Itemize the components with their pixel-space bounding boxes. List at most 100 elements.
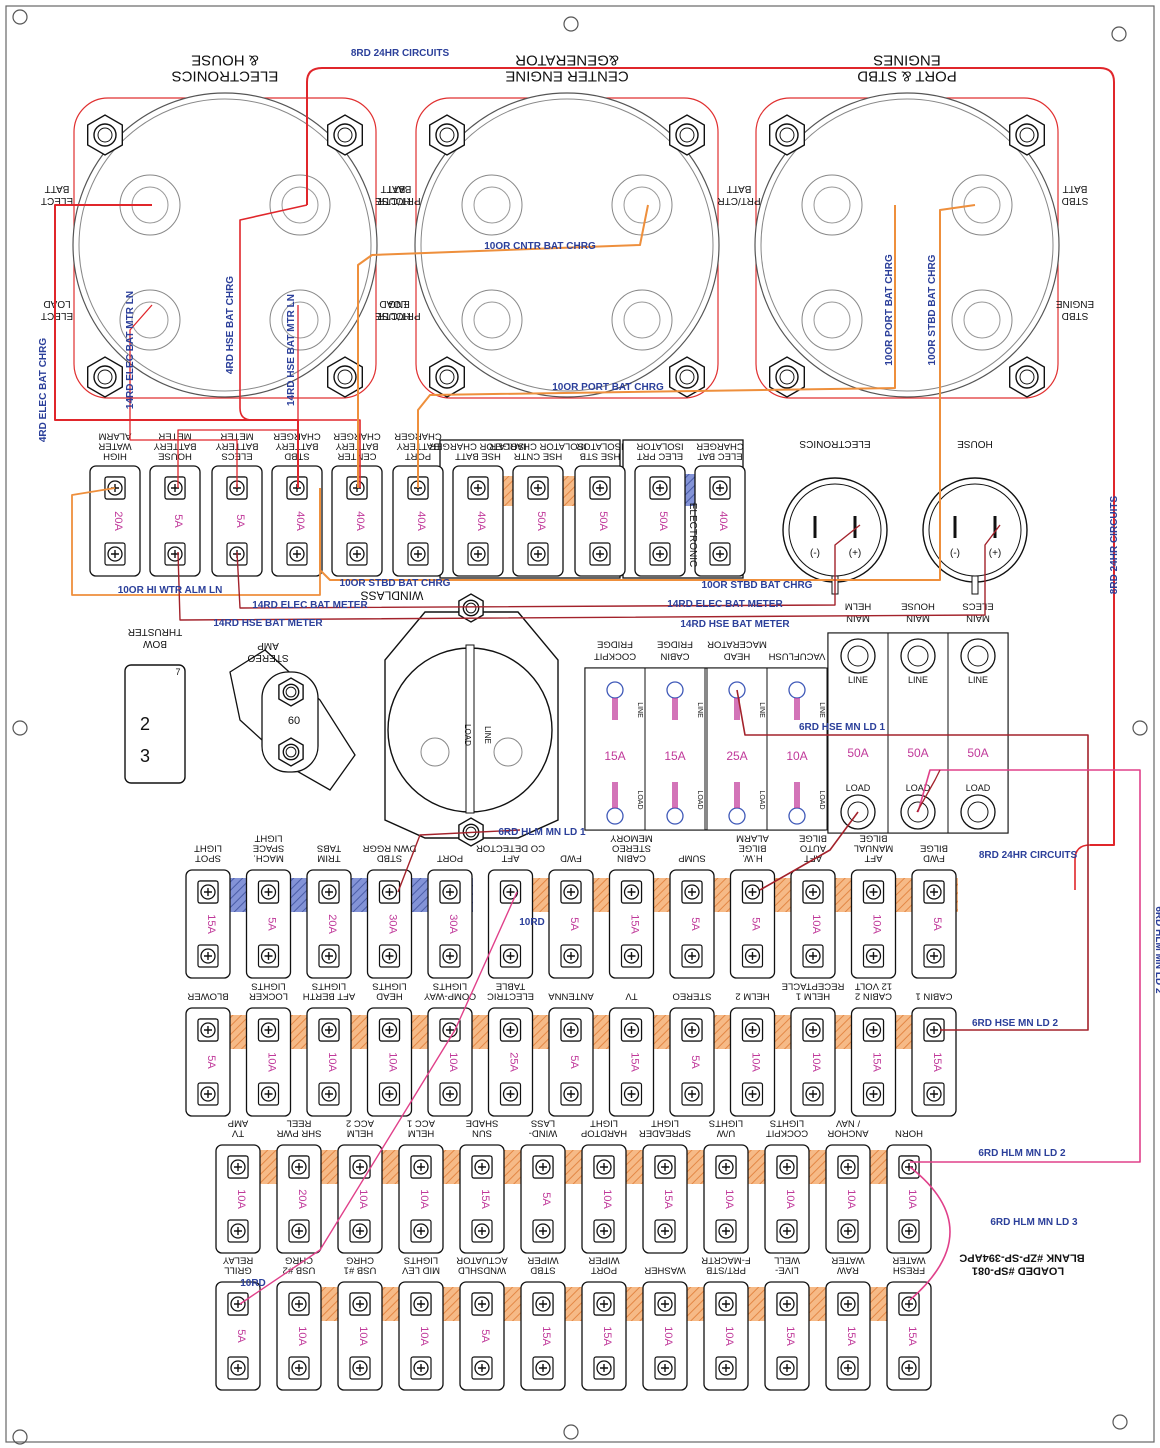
amp-rating: 15A xyxy=(845,1326,857,1346)
amp-rating: 30A xyxy=(387,914,399,934)
breaker-label: REEL xyxy=(287,1117,312,1128)
screw-terminal xyxy=(802,1018,824,1042)
breaker-label: COMP-WAY xyxy=(423,990,476,1001)
amp-rating: 15A xyxy=(664,749,685,763)
wire-label-elec_bat_chrg: 4RD ELEC BAT CHRG xyxy=(38,338,49,442)
top-breaker-2: 5A xyxy=(149,465,201,577)
breaker-label: COCKPIT xyxy=(766,1127,808,1138)
breaker-label: CO DETECTOR xyxy=(476,842,545,853)
load-terminal xyxy=(776,1219,798,1243)
wire-hse-bat-chrg xyxy=(239,204,361,488)
mount-nut-icon xyxy=(86,114,124,156)
breaker-body xyxy=(276,1144,322,1254)
wire-label-elec_bat_meter_1: 14RD ELEC BAT METER xyxy=(252,600,368,611)
battery-switch-1: ELECTRONICS& HOUSEELECTBATTHOUSEBATTELEC… xyxy=(41,52,411,399)
breaker-label: ISOLATOR xyxy=(576,440,623,451)
nut-bore xyxy=(285,746,297,758)
amp-rating: 40A xyxy=(475,511,487,531)
load-terminal xyxy=(378,1082,401,1106)
amp-rating: 10A xyxy=(447,1052,459,1072)
screw-slot xyxy=(506,888,515,896)
breaker-label: WATER xyxy=(98,440,131,451)
screw-slot xyxy=(905,1300,913,1308)
breaker-body xyxy=(452,465,504,577)
breaker-label: HELM xyxy=(845,600,871,611)
nut-bore xyxy=(439,369,455,385)
amp-rating: 5A xyxy=(689,1055,701,1069)
screw-slot xyxy=(506,952,515,960)
breaker-label: MEMORY xyxy=(610,832,653,843)
breaker-label: WNDSHLD xyxy=(458,1264,506,1275)
breaker-body xyxy=(276,1281,322,1391)
terminal-label: BATT xyxy=(381,183,406,194)
screw-slot xyxy=(600,1227,608,1235)
amp-label: STEREO xyxy=(247,652,288,663)
load-stud xyxy=(794,782,800,808)
breaker-body xyxy=(459,1281,505,1391)
breaker-label: SPOT xyxy=(195,852,221,863)
line-label: LINE xyxy=(696,702,703,718)
screw-slot xyxy=(716,550,724,558)
screw-terminal xyxy=(776,1292,798,1316)
breaker-label: AMP xyxy=(228,1117,249,1128)
wire-cntr-bat-chrg xyxy=(357,204,649,488)
screw-slot xyxy=(716,484,724,492)
nut-bore xyxy=(337,369,353,385)
screw-slot xyxy=(295,1364,303,1372)
screw-slot xyxy=(600,1163,608,1171)
screw-slot xyxy=(688,952,696,960)
breaker-body xyxy=(512,465,564,577)
screw-terminal xyxy=(681,880,703,904)
amp-rating: 10A xyxy=(662,1326,674,1346)
breaker-body xyxy=(911,1007,957,1117)
screw-slot xyxy=(844,1163,852,1171)
row1-breaker-3: 20A xyxy=(306,869,352,979)
wire-label-stbd_bat_chrg_1: 10OR STBD BAT CHRG xyxy=(340,578,451,589)
amp-rating: 10A xyxy=(418,1326,430,1346)
terminal-label: BATT xyxy=(45,183,70,194)
breaker-label: BILGE xyxy=(739,842,767,853)
amp-rating: 20A xyxy=(296,1189,308,1209)
amp-rating: 10A xyxy=(786,749,807,763)
amp-rating: 15A xyxy=(604,749,625,763)
screw-slot xyxy=(809,1026,817,1034)
screw-slot xyxy=(661,1227,669,1235)
amp-rating: 5A xyxy=(750,917,762,931)
amp-rating: 5A xyxy=(568,917,580,931)
load-terminal xyxy=(197,1082,219,1106)
load-terminal xyxy=(346,542,368,566)
breaker-body xyxy=(487,869,534,979)
load-terminal xyxy=(532,1356,554,1380)
screw-terminal xyxy=(715,1155,737,1179)
screw-slot xyxy=(567,888,575,896)
screw-terminal xyxy=(862,1018,885,1042)
breaker-label: STBD xyxy=(377,852,402,863)
screw-slot xyxy=(417,1364,425,1372)
screw-slot xyxy=(596,484,604,492)
line-label: LINE xyxy=(758,702,765,718)
screw-slot xyxy=(385,952,394,960)
breaker-body xyxy=(669,1007,715,1117)
breaker-label: ELEC BAT xyxy=(697,450,742,461)
breaker-label: HSE CNTR xyxy=(514,450,563,461)
breaker-label: 12 VOLT xyxy=(855,980,893,991)
mounting-holes xyxy=(12,9,1148,1445)
load-terminal xyxy=(439,944,461,968)
screw-terminal xyxy=(471,1292,493,1316)
breaker-label: HELM 2 xyxy=(735,990,769,1001)
breaker-body xyxy=(886,1144,932,1254)
breaker-label: LIGHT xyxy=(651,1117,679,1128)
screw-terminal xyxy=(467,476,489,500)
nut-bore xyxy=(97,127,113,143)
amp-rating: 40A xyxy=(717,511,729,531)
breaker-body xyxy=(911,869,957,979)
wire-label-port_bat_chrg: 10OR PORT BAT CHRG xyxy=(552,382,664,393)
breaker-label: HORN xyxy=(895,1127,923,1138)
breaker-label: F-MACRTR xyxy=(701,1254,751,1265)
terminal-label: ELECT xyxy=(41,310,73,321)
breaker-label: AFT xyxy=(864,852,882,863)
post-center xyxy=(813,186,851,224)
wire-label-cntr_bat_chrg: 10OR CNTR BAT CHRG xyxy=(484,241,596,252)
